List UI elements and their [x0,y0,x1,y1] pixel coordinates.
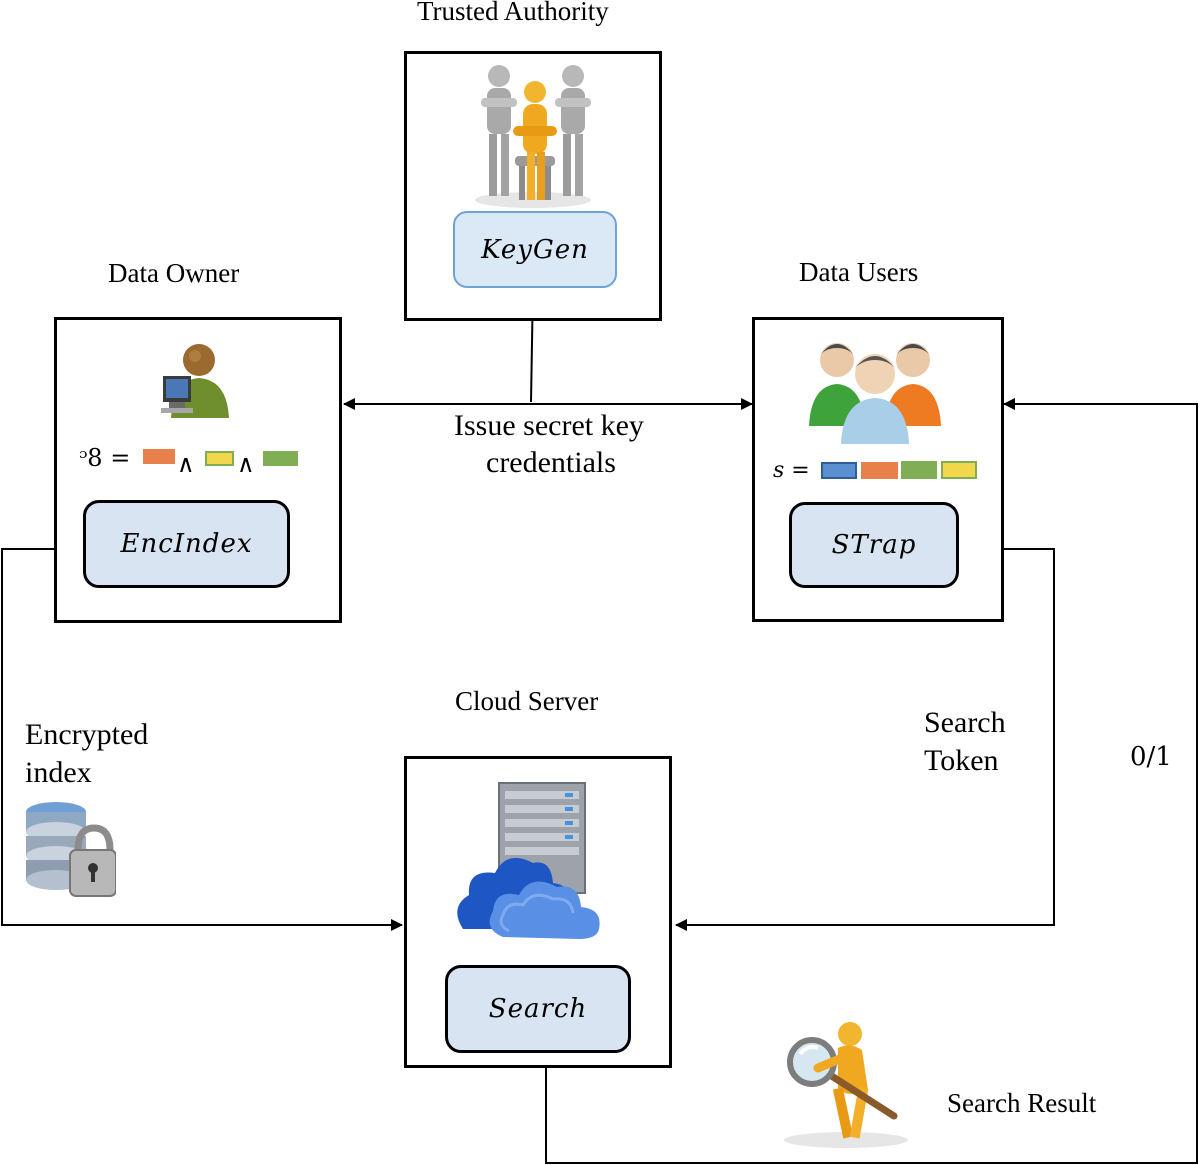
user-group-icon [809,343,941,444]
strap-label: STrap [831,530,917,560]
search-token-label-1: Search [924,706,1006,739]
users-swatch-green [901,461,937,479]
search-box: Search [445,965,631,1053]
result-value-label: 0/1 [1130,742,1172,772]
keygen-box: KeyGen [453,211,617,288]
magnifier-figure-icon [784,1022,908,1148]
people-meeting-icon [475,65,591,208]
owner-swatch-orange [143,449,175,464]
keygen-label: KeyGen [481,234,589,265]
owner-formula-and-1: ∧ [177,450,195,478]
search-result-label: Search Result [947,1088,1097,1118]
encrypted-index-arrow [1,548,403,931]
trusted-authority-title: Trusted Authority [417,0,609,26]
encindex-box: EncIndex [83,500,290,588]
owner-swatch-yellow [205,451,234,466]
users-swatch-blue [821,462,857,479]
data-owner-title: Data Owner [108,258,240,288]
search-token-label-2: Token [924,744,999,777]
owner-swatch-green [263,451,298,466]
data-users-title: Data Users [799,257,919,287]
user-computer-icon [161,344,229,418]
users-swatch-orange [861,462,898,479]
issue-keys-label-2: credentials [486,446,616,479]
search-token-arrow [675,548,1055,931]
trusted-authority-box: KeyGen [404,51,662,321]
users-formula-lhs: s = [773,458,810,483]
encrypted-index-label-1: Encrypted [25,718,149,751]
users-formula: s = [773,458,810,483]
cloud-server-title: Cloud Server [455,686,599,716]
issue-keys-label-1: Issue secret key [454,409,644,442]
cloud-server-box: Search [404,756,672,1068]
owner-formula: ᵓ8 = [79,444,130,472]
locked-database-icon [26,802,116,897]
search-label: Search [488,994,588,1024]
cloud-server-icon [457,782,600,939]
search-result-arrow [545,398,1198,1164]
data-users-box: s = STrap [752,317,1004,622]
strap-box: STrap [789,502,959,588]
encrypted-index-label-2: index [25,756,92,789]
encindex-label: EncIndex [120,529,253,559]
owner-formula-and-2: ∧ [237,450,255,478]
data-owner-box: ᵓ8 = ∧ ∧ EncIndex [54,317,342,623]
owner-formula-lhs: ᵓ8 = [79,444,131,472]
users-swatch-yellow [941,461,977,479]
